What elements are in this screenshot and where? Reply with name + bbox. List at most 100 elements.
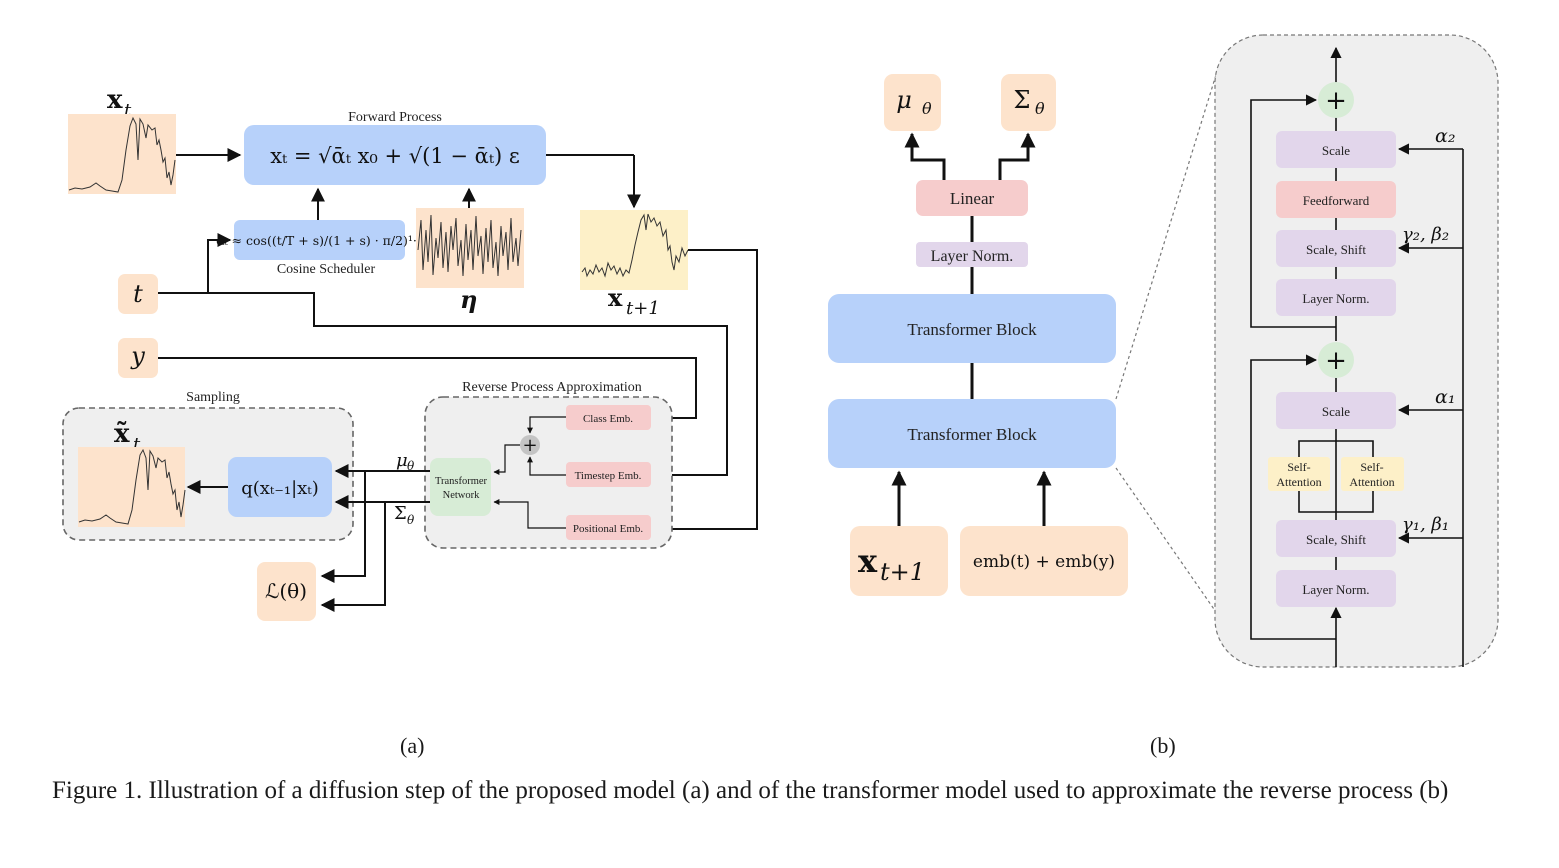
xt-waveform <box>68 116 176 193</box>
xt-tilde-label: x̃ <box>114 419 130 449</box>
forward-process-equation: xₜ = √ᾱₜ x₀ + √(1 − ᾱₜ) ε <box>270 144 520 168</box>
attention-split-top <box>1298 440 1374 457</box>
sum-symbol: + <box>522 435 537 456</box>
transformer-network-box <box>430 458 491 516</box>
positional-emb-label: Positional Emb. <box>573 523 644 535</box>
cosine-scheduler: ᾱₜ ≈ cos((t/T + s)/(1 + s) · π/2)¹·² Cos… <box>216 220 422 277</box>
subfigure-label-a: (a) <box>400 733 425 758</box>
self-attention-1-box <box>1268 457 1330 491</box>
y-input-label: y <box>130 342 145 370</box>
arrow-sum-to-network <box>493 444 520 475</box>
sigma-subscript: θ <box>407 513 415 527</box>
arrow-linear-to-sigma <box>998 132 1036 180</box>
input-x: x t+1 <box>850 526 948 596</box>
t-input-label: t <box>133 280 143 308</box>
input-emb-box <box>960 526 1128 596</box>
arrow-y-to-class-emb <box>158 357 697 425</box>
y-input-box <box>118 338 158 378</box>
class-emb-label: Class Emb. <box>583 413 633 425</box>
timestep-emb-label: Timestep Emb. <box>575 470 642 482</box>
self-attention-2-box <box>1341 457 1404 491</box>
reverse-process-title: Reverse Process Approximation <box>462 380 642 395</box>
figure-caption: Figure 1. Illustration of a diffusion st… <box>52 777 1449 804</box>
arrow-t-to-scheduler <box>158 233 232 294</box>
input-x-subscript: t+1 <box>880 558 925 586</box>
y-input: y <box>118 338 158 378</box>
scale-shift-top-label: Scale, Shift <box>1306 242 1366 257</box>
xt-tilde-plot-background <box>78 447 185 527</box>
xt1-waveform <box>581 213 689 278</box>
residual-sum-top <box>1318 82 1354 118</box>
mu-output-box <box>884 74 941 131</box>
linear-label: Linear <box>950 189 995 208</box>
reverse-process-panel: Reverse Process Approximation Class Emb.… <box>424 380 673 549</box>
noise-label: η <box>460 285 477 314</box>
input-x-label: x <box>858 542 878 580</box>
transformer-network-label-1: Transformer <box>435 476 488 487</box>
arrow-t-to-timestep-emb <box>208 292 728 482</box>
noise-waveform <box>417 214 522 277</box>
scale-shift-bottom-label: Scale, Shift <box>1306 532 1366 547</box>
sigma-label: Σ <box>394 503 407 524</box>
cosine-scheduler-title: Cosine Scheduler <box>277 262 376 277</box>
noise-plot-background <box>416 208 524 288</box>
sigma-output-box <box>1001 74 1056 131</box>
scale-top-box <box>1276 131 1396 168</box>
linear-box <box>916 180 1028 216</box>
transformer-block-top <box>828 294 1116 363</box>
forward-process: Forward Process xₜ = √ᾱₜ x₀ + √(1 − ᾱₜ) … <box>244 110 546 185</box>
arrow-timestep-to-sum <box>527 456 566 476</box>
mu-label: μ <box>396 450 408 471</box>
xt-subscript: t <box>124 100 132 121</box>
alpha1-label: α₁ <box>1435 386 1455 408</box>
forward-process-title: Forward Process <box>348 110 442 125</box>
sampling-panel: Sampling x̃ t q(xₜ₋₁|xₜ) <box>62 390 354 541</box>
mu-output-label: μ <box>896 86 912 114</box>
noise-signal: η <box>416 208 524 314</box>
sigma-output-subscript: θ <box>1035 99 1045 118</box>
posterior-label: q(xₜ₋₁|xₜ) <box>241 478 319 499</box>
residual-lower <box>1250 354 1336 640</box>
xt-tilde-subscript: t <box>133 434 141 455</box>
loss-label: ℒ(θ) <box>265 579 307 603</box>
sampling-title: Sampling <box>186 390 240 405</box>
loss-box <box>257 562 316 621</box>
alpha2-label: α₂ <box>1435 125 1455 147</box>
arrow-xt1-to-positional <box>654 249 758 536</box>
sigma-output-label: Σ <box>1014 86 1031 114</box>
t-input: t <box>118 274 158 314</box>
layer-norm-label: Layer Norm. <box>931 248 1014 265</box>
xt1-label: x <box>608 283 623 312</box>
gamma1-beta1-label: γ₁, β₁ <box>1402 514 1449 535</box>
layer-norm-box <box>916 242 1028 267</box>
layer-norm-bottom-box <box>1276 570 1396 607</box>
transformer-network-label-2: Network <box>443 490 480 501</box>
layer-norm-top-box <box>1276 279 1396 316</box>
arrow-positional-to-network <box>493 499 566 529</box>
xt1-subscript: t+1 <box>626 298 660 319</box>
input-emb-label: emb(t) + emb(y) <box>973 552 1115 572</box>
cosine-scheduler-box <box>234 220 405 260</box>
layer-norm-top-label: Layer Norm. <box>1302 291 1369 306</box>
self-attention-2-label-2: Attention <box>1349 475 1394 489</box>
feedforward-box <box>1276 181 1396 218</box>
panel-b: μ θ Σ θ Linear Layer Norm. Transformer B… <box>828 34 1499 668</box>
scale-bottom-box <box>1276 392 1396 429</box>
residual-sum-bottom <box>1318 342 1354 378</box>
self-attention-2-label-1: Self- <box>1360 460 1383 474</box>
transformer-block-detail: α₂ γ₂, β₂ α₁ γ₁, β₁ + + Scale Feedforwar… <box>1214 34 1499 668</box>
arrow-mu-to-loss <box>320 471 366 583</box>
xt-signal: x t <box>68 85 176 194</box>
zoom-line-top <box>1115 61 1221 400</box>
arrow-sigma-to-loss <box>320 502 386 612</box>
timestep-emb-box <box>566 462 651 487</box>
transformer-block-top-label: Transformer Block <box>907 320 1037 339</box>
subfigure-label-b: (b) <box>1150 733 1176 758</box>
mu-subscript: θ <box>407 459 415 473</box>
plus-top: + <box>1325 86 1347 116</box>
xt-plot-background <box>68 114 176 194</box>
sum-node <box>520 435 540 455</box>
mu-output-subscript: θ <box>922 99 932 118</box>
cosine-scheduler-equation: ᾱₜ ≈ cos((t/T + s)/(1 + s) · π/2)¹·² <box>216 233 422 248</box>
